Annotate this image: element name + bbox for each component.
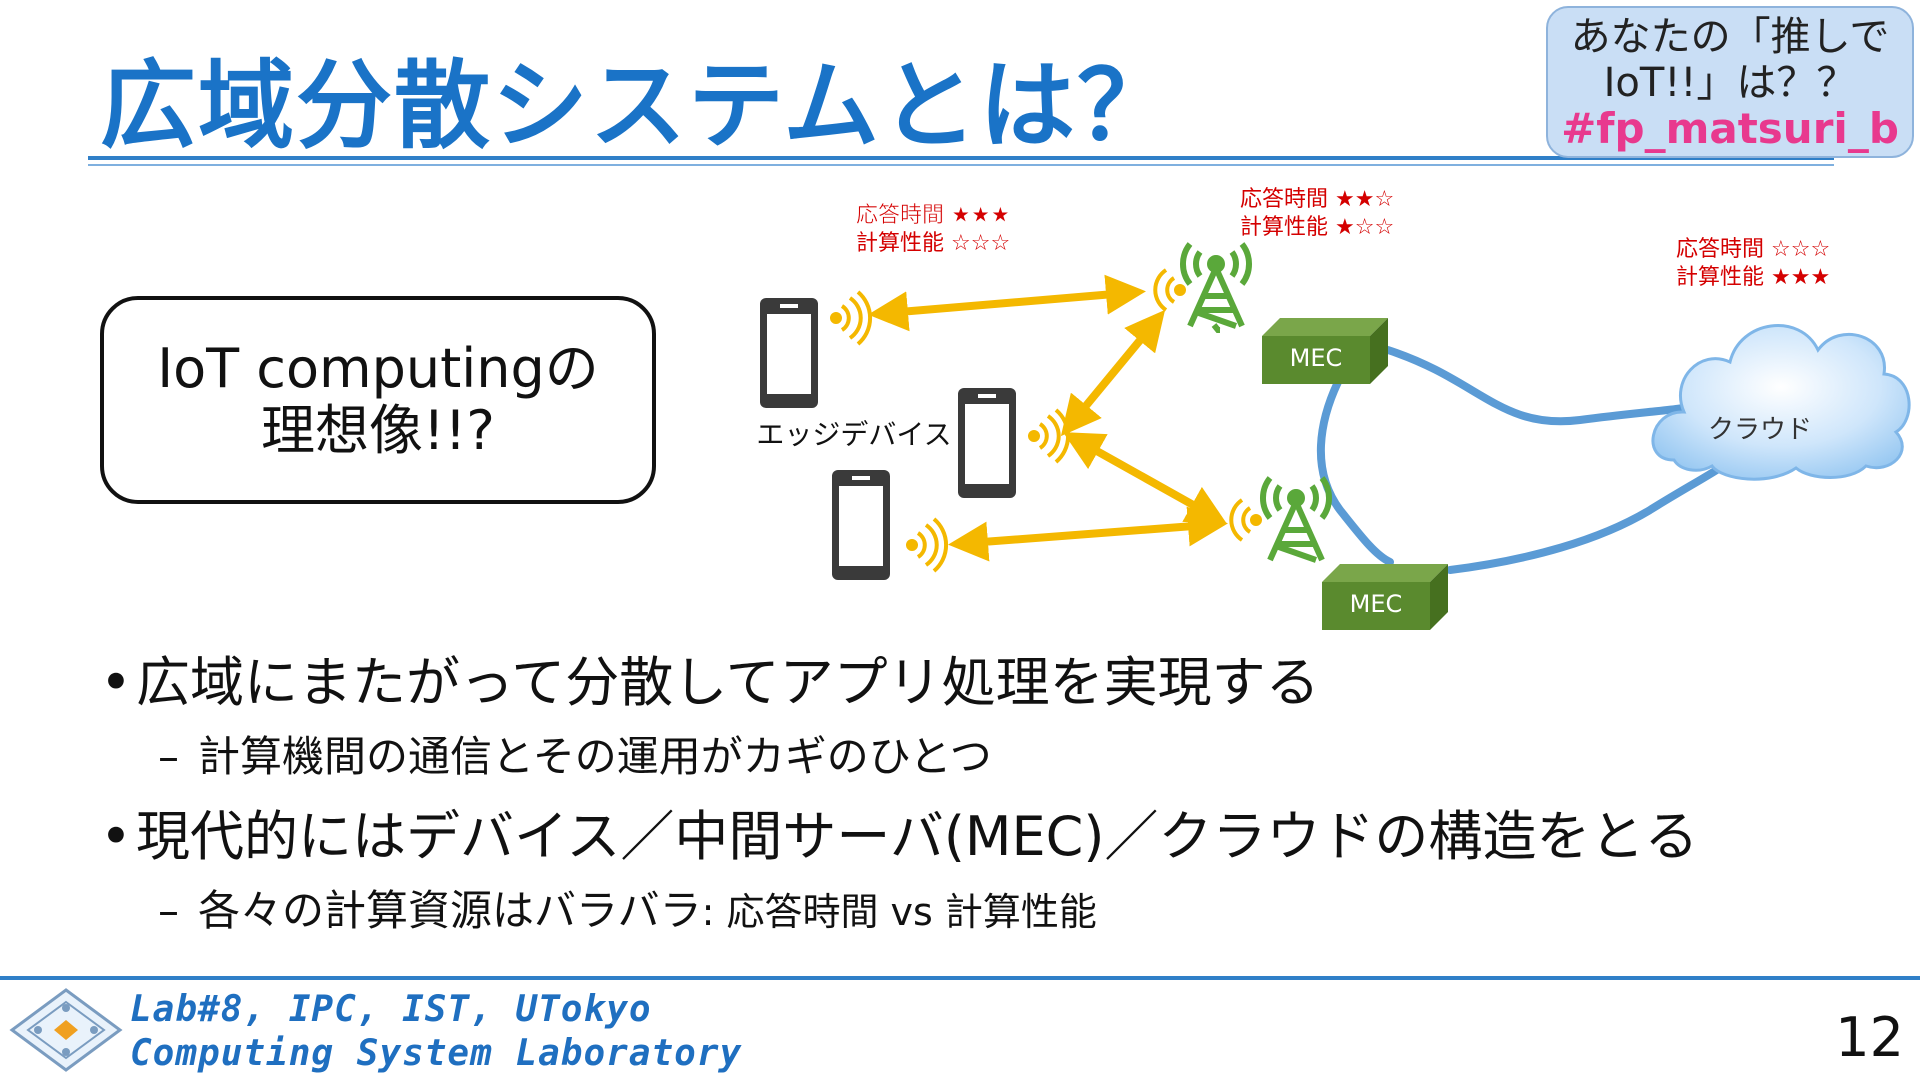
title-divider [88, 156, 1834, 160]
sub-bullet-text: 計算機間の通信とその運用がカギのひとつ [198, 732, 992, 781]
cloud-label: クラウド [1708, 415, 1812, 445]
sub-bullet-marker: – [158, 732, 179, 781]
hashtag-callout: あなたの「推しで IoT!!」は？？ #fp_matsuri_b [1546, 6, 1914, 158]
rating-mec-response: 応答時間 ★★☆ [1240, 187, 1394, 212]
bullet-marker: • [100, 651, 132, 714]
rating-cloud-compute: 計算性能 ★★★ [1676, 265, 1830, 290]
phone-icon [958, 388, 1016, 498]
sub-bullet-suffix: : 応答時間 vs 計算性能 [701, 890, 1097, 934]
bullet-item: •現代的にはデバイス／中間サーバ(MEC)／クラウドの構造をとる [100, 802, 1880, 872]
lab-name-line1: Lab#8, IPC, IST, UTokyo [130, 989, 652, 1030]
hashtag-callout-line1: あなたの「推しで [1570, 14, 1890, 60]
signal-icon [1229, 498, 1262, 542]
concept-line1: IoT computingの [157, 337, 599, 400]
mec-server-1 [1262, 318, 1388, 384]
cloud-icon [1651, 324, 1911, 481]
sub-bullet-item: –計算機間の通信とその運用がカギのひとつ [158, 722, 1880, 792]
concept-box: IoT computingの 理想像!!? [100, 296, 656, 504]
hashtag-callout-line2: IoT!!」は？？ [1603, 60, 1857, 106]
architecture-diagram: MEC MEC クラウド エッジデバイス 応答時間 ★★★ 計算性能 ☆☆☆ 応… [756, 187, 1911, 630]
signal-icon [830, 290, 873, 346]
rating-edge-compute: 計算性能 ☆☆☆ [856, 231, 1010, 256]
lab-name-line2: Computing System Laboratory [130, 1033, 743, 1074]
bullet-marker: • [100, 805, 132, 868]
footer-divider [0, 976, 1920, 980]
mec-label: MEC [1350, 590, 1403, 618]
rating-edge-response: 応答時間 ★★★ [856, 203, 1010, 228]
wireless-arrows [868, 274, 1228, 562]
sub-bullet-text: 各々の計算資源はバラバラ [198, 886, 702, 935]
hashtag: #fp_matsuri_b [1561, 104, 1899, 153]
bullet-text: 広域にまたがって分散してアプリ処理を実現する [136, 651, 1320, 714]
bullet-text: 現代的にはデバイス／中間サーバ(MEC)／クラウドの構造をとる [136, 805, 1699, 868]
mec-server-2 [1322, 564, 1448, 630]
signal-icon [1153, 268, 1186, 312]
sub-bullet-marker: – [158, 886, 179, 935]
page-title: 広域分散システムとは？ [100, 50, 1176, 162]
signal-icon [1028, 408, 1071, 464]
phone-icon [832, 470, 890, 580]
bullet-item: •広域にまたがって分散してアプリ処理を実現する [100, 648, 1880, 718]
edge-devices-label: エッジデバイス [756, 418, 951, 451]
network-links [1317, 346, 1742, 574]
bullet-list: •広域にまたがって分散してアプリ処理を実現する –計算機間の通信とその運用がカギ… [100, 648, 1880, 957]
sub-bullet-item: –各々の計算資源はバラバラ: 応答時間 vs 計算性能 [158, 876, 1880, 947]
cell-tower-icon [1179, 242, 1253, 333]
lab-logo-icon [9, 988, 123, 1072]
lab-name: Lab#8, IPC, IST, UTokyo Computing System… [130, 988, 742, 1076]
concept-line2: 理想像!!? [261, 399, 495, 462]
mec-label: MEC [1290, 344, 1343, 372]
title-divider-thin [88, 164, 1834, 166]
signal-icon [906, 517, 949, 573]
rating-cloud-response: 応答時間 ☆☆☆ [1676, 237, 1830, 262]
cell-tower-icon [1259, 476, 1333, 563]
rating-mec-compute: 計算性能 ★☆☆ [1240, 215, 1394, 240]
phone-icon [760, 298, 818, 408]
page-number: 12 [1835, 1006, 1904, 1069]
